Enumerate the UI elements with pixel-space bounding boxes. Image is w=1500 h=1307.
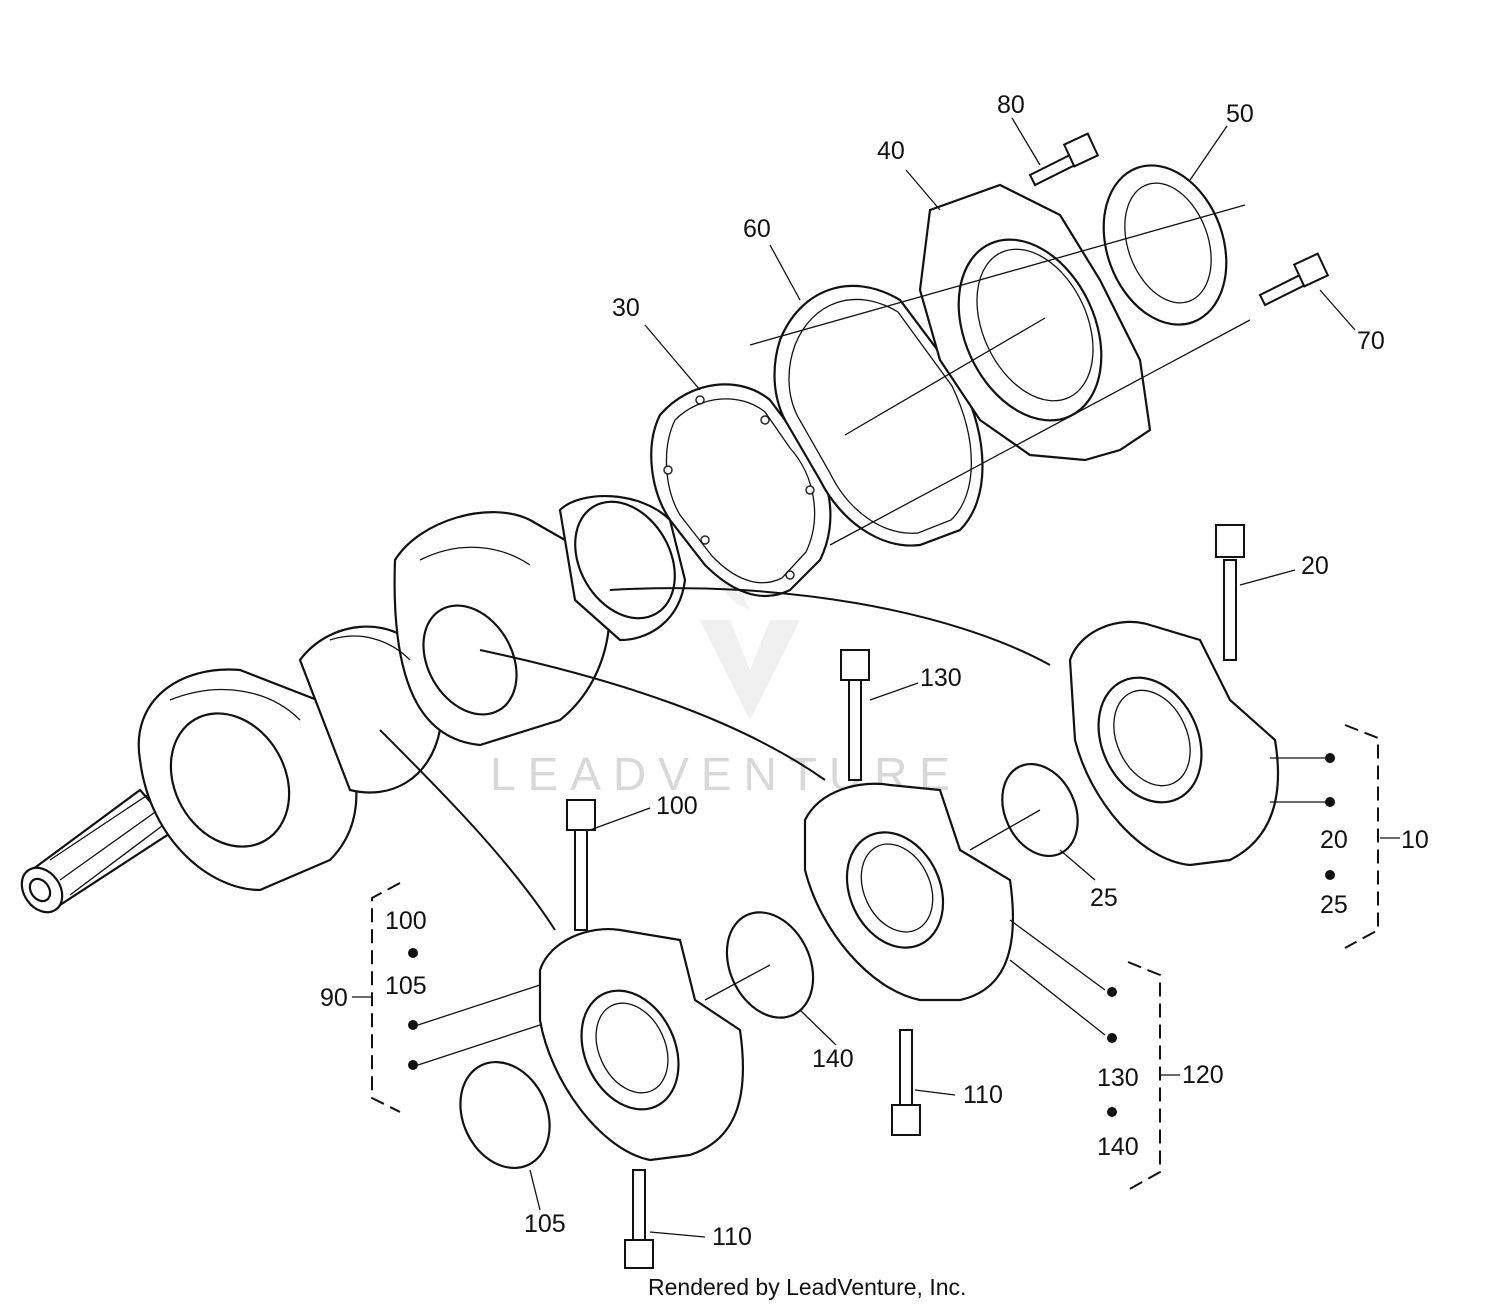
callout-80: 80 xyxy=(997,91,1025,119)
callout-140: 140 xyxy=(812,1045,854,1073)
crankshaft xyxy=(20,495,687,914)
callout-105: 105 xyxy=(524,1210,566,1238)
callout-70: 70 xyxy=(1357,327,1385,355)
callout-120-member-140: 140 xyxy=(1097,1133,1139,1161)
callout-120: 120 xyxy=(1182,1061,1224,1089)
callout-90-member-105: 105 xyxy=(385,972,427,1000)
bolt-70 xyxy=(1258,252,1330,307)
callout-90-member-100: 100 xyxy=(385,907,427,935)
bolt-20 xyxy=(1215,524,1245,661)
oil-seal-50 xyxy=(1102,164,1228,326)
callout-25: 25 xyxy=(1090,884,1118,912)
callout-20: 20 xyxy=(1301,552,1329,580)
callout-110-lower: 110 xyxy=(712,1223,752,1251)
bolt-100 xyxy=(566,799,596,931)
bracket-90 xyxy=(371,882,401,1113)
callout-10-member-20: 20 xyxy=(1320,826,1348,854)
gasket-30 xyxy=(650,383,832,598)
callout-130: 130 xyxy=(920,664,962,692)
callout-10-member-25: 25 xyxy=(1320,891,1348,919)
bolt-110-upper xyxy=(891,1029,921,1136)
bracket-10 xyxy=(1344,724,1379,949)
callout-110-upper: 110 xyxy=(963,1081,1003,1109)
callout-120-member-130: 130 xyxy=(1097,1064,1139,1092)
render-credit: Rendered by LeadVenture, Inc. xyxy=(648,1274,966,1300)
callout-40: 40 xyxy=(877,137,905,165)
callout-10: 10 xyxy=(1401,826,1429,854)
bracket-120 xyxy=(1127,961,1161,1191)
callout-30: 30 xyxy=(612,294,640,322)
callout-50: 50 xyxy=(1226,100,1254,128)
callout-100: 100 xyxy=(656,792,698,820)
callout-90: 90 xyxy=(320,984,348,1012)
bolt-110-lower xyxy=(624,1169,654,1269)
callout-60: 60 xyxy=(743,215,771,243)
bearing-shell-105 xyxy=(459,1060,551,1170)
bolt-80 xyxy=(1028,132,1100,187)
bolt-130 xyxy=(840,649,870,781)
